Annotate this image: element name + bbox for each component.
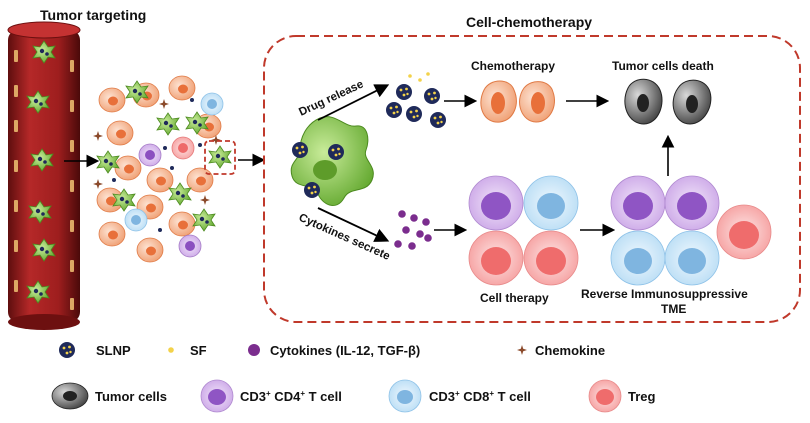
cd8-cell-icon — [388, 379, 422, 413]
title-tumor-targeting: Tumor targeting — [40, 7, 146, 23]
legend-chemokine: Chemokine — [535, 343, 605, 358]
legend-sf: SF — [190, 343, 207, 358]
loaded-cell — [290, 116, 374, 207]
label-chemotherapy: Chemotherapy — [471, 59, 555, 73]
label-reverse-line2: TME — [661, 302, 686, 316]
cell-therapy-cells — [468, 175, 579, 286]
legend-cd8: CD3+ CD8+ T cell — [429, 389, 531, 404]
cd4-cell-icon — [200, 379, 234, 413]
dead-tumor-cells — [624, 78, 712, 125]
legend-treg: Treg — [628, 389, 656, 404]
legend-tumor-cells: Tumor cells — [95, 389, 167, 404]
title-cell-chemotherapy: Cell-chemotherapy — [466, 14, 592, 30]
released-slnp — [386, 72, 446, 128]
legend-cytokines: Cytokines (IL-12, TGF-β) — [270, 343, 420, 358]
cell-chemotherapy-box — [263, 35, 801, 323]
tumor-cluster — [93, 75, 224, 263]
reverse-tme-cells — [610, 175, 772, 286]
sf-icon — [168, 347, 174, 353]
highlight-box — [204, 140, 236, 175]
legend-cd4: CD3+ CD4+ T cell — [240, 389, 342, 404]
label-cell-therapy: Cell therapy — [480, 291, 549, 305]
cytokine-icon — [248, 344, 260, 356]
treg-cell-icon — [588, 379, 622, 413]
legend: SLNP SF Cytokines (IL-12, TGF-β) Chemoki… — [51, 342, 656, 413]
label-tumor-cells-death: Tumor cells death — [612, 59, 714, 73]
arrow-cytokines-secrete — [317, 207, 390, 242]
chemo-tumor-cells — [480, 80, 555, 123]
label-reverse-line1: Reverse Immunosuppressive — [581, 287, 748, 301]
arrow-drug-release — [317, 84, 390, 121]
tumor-cell-icon — [51, 382, 89, 410]
cytokine-dots — [394, 210, 432, 250]
legend-slnp: SLNP — [96, 343, 131, 358]
blood-vessel — [7, 21, 81, 330]
